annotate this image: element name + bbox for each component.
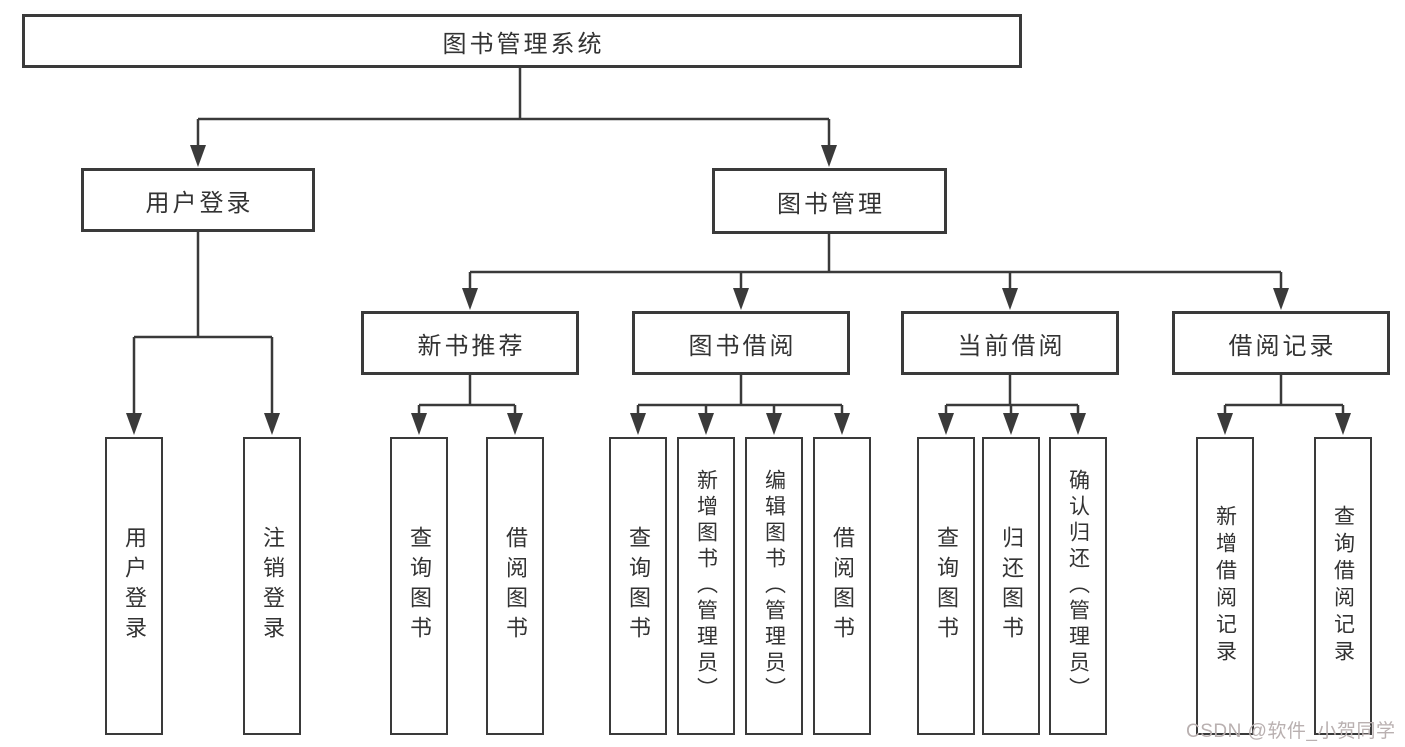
- leaf-label: 编辑图书（管理员）: [762, 469, 786, 703]
- node-user-login: 用户登录: [81, 168, 315, 232]
- node-book-borrow: 图书借阅: [632, 311, 850, 375]
- leaf-add-books-admin: 新增图书（管理员）: [677, 437, 735, 735]
- leaf-label: 归还图书: [999, 526, 1024, 646]
- leaf-query-books-recommend: 查询图书: [390, 437, 448, 735]
- leaf-query-books-borrow: 查询图书: [609, 437, 667, 735]
- node-label: 图书借阅: [688, 332, 797, 360]
- node-label: 用户登录: [145, 189, 254, 217]
- leaf-label: 新增图书（管理员）: [694, 469, 718, 703]
- node-label: 图书管理: [777, 190, 885, 218]
- node-label: 当前借阅: [957, 332, 1066, 360]
- watermark: CSDN @软件_小贺同学: [1186, 721, 1396, 742]
- leaf-label: 借阅图书: [830, 526, 855, 646]
- leaf-label: 注销登录: [260, 526, 285, 646]
- leaf-query-borrow-record: 查询借阅记录: [1314, 437, 1372, 735]
- node-root-system: 图书管理系统: [22, 14, 1022, 68]
- node-book-management: 图书管理: [712, 168, 947, 234]
- node-label: 图书管理系统: [442, 30, 605, 58]
- leaf-label: 查询图书: [407, 526, 432, 646]
- leaf-borrow-books: 借阅图书: [813, 437, 871, 735]
- leaf-label: 查询图书: [934, 526, 959, 646]
- leaf-borrow-books-recommend: 借阅图书: [486, 437, 544, 735]
- leaf-label: 新增借阅记录: [1213, 505, 1237, 667]
- leaf-label: 确认归还（管理员）: [1066, 469, 1090, 703]
- node-label: 借阅记录: [1228, 332, 1337, 360]
- leaf-label: 用户登录: [122, 526, 147, 646]
- leaf-label: 查询借阅记录: [1331, 505, 1355, 667]
- leaf-label: 查询图书: [626, 526, 651, 646]
- node-borrow-records: 借阅记录: [1172, 311, 1390, 375]
- leaf-query-books-current: 查询图书: [917, 437, 975, 735]
- node-new-book-recommend: 新书推荐: [361, 311, 579, 375]
- leaf-logout: 注销登录: [243, 437, 301, 735]
- leaf-add-borrow-record: 新增借阅记录: [1196, 437, 1254, 735]
- leaf-return-books: 归还图书: [982, 437, 1040, 735]
- leaf-user-login: 用户登录: [105, 437, 163, 735]
- leaf-confirm-return-admin: 确认归还（管理员）: [1049, 437, 1107, 735]
- node-current-borrow: 当前借阅: [901, 311, 1119, 375]
- leaf-label: 借阅图书: [503, 526, 528, 646]
- leaf-edit-books-admin: 编辑图书（管理员）: [745, 437, 803, 735]
- node-label: 新书推荐: [417, 332, 526, 360]
